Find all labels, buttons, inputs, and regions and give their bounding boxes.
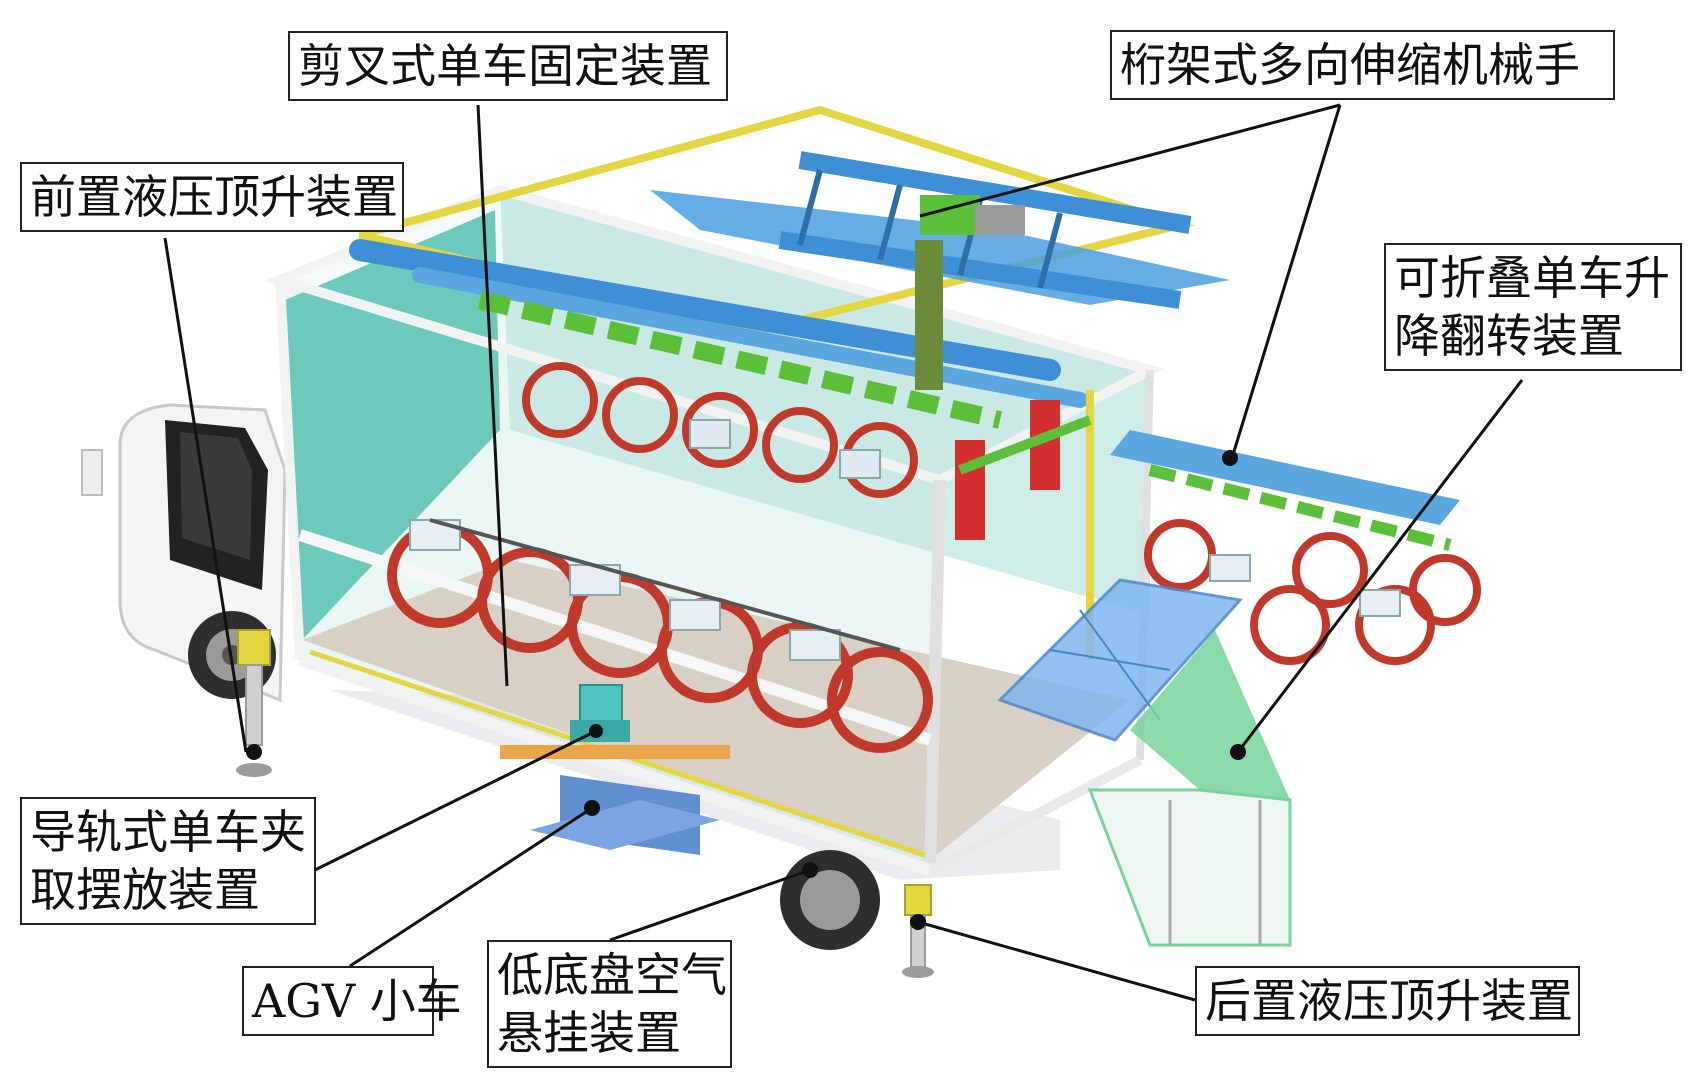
label-rail-clamp-line1: 导轨式单车夹 — [30, 805, 306, 859]
leader-folding-lift — [1236, 379, 1524, 753]
front-jack — [236, 629, 272, 777]
leader-lines — [163, 103, 1524, 1002]
label-truss-manipulator-text: 桁架式多向伸缩机械手 — [1120, 38, 1580, 92]
label-agv: AGV 小车 — [242, 966, 462, 1036]
label-scissor-fixing-text: 剪叉式单车固定装置 — [298, 39, 712, 93]
rear-wheel — [780, 850, 880, 950]
leader-truss-2 — [1230, 104, 1342, 459]
label-folding-lift: 可折叠单车升 降翻转装置 — [1384, 243, 1682, 371]
leader-front-lift — [163, 237, 248, 753]
rail-clamp-device — [570, 684, 630, 742]
label-truss-manipulator: 桁架式多向伸缩机械手 — [1110, 30, 1615, 100]
upper-bike-rack — [522, 362, 918, 498]
leader-agv — [349, 806, 593, 968]
label-rail-clamp: 导轨式单车夹 取摆放装置 — [20, 797, 316, 925]
folding-platform — [997, 578, 1292, 947]
leader-rail-clamp — [314, 729, 597, 872]
label-scissor-fixing: 剪叉式单车固定装置 — [288, 31, 728, 101]
leader-truss-1 — [919, 103, 1341, 218]
label-rail-clamp-line2: 取摆放装置 — [30, 863, 260, 917]
label-agv-text: AGV 小车 — [252, 974, 462, 1028]
label-suspension-line1: 低底盘空气 — [497, 948, 727, 1002]
leader-rear-lift — [917, 920, 1196, 1002]
leader-scissor-fixing — [476, 104, 509, 687]
label-suspension-line2: 悬挂装置 — [497, 1006, 681, 1060]
label-folding-lift-line1: 可折叠单车升 — [1394, 251, 1670, 305]
lower-bike-rack — [387, 518, 933, 753]
label-front-lift: 前置液压顶升装置 — [20, 162, 404, 232]
label-suspension: 低底盘空气 悬挂装置 — [487, 940, 732, 1068]
rear-jack — [902, 884, 934, 978]
label-folding-lift-line2: 降翻转装置 — [1394, 309, 1624, 363]
leader-suspension — [609, 868, 811, 942]
truss-manipulator — [349, 105, 1230, 429]
label-rear-lift: 后置液压顶升装置 — [1195, 966, 1580, 1036]
extended-arm — [1110, 430, 1481, 665]
label-front-lift-text: 前置液压顶升装置 — [30, 170, 398, 224]
label-rear-lift-text: 后置液压顶升装置 — [1205, 974, 1573, 1028]
